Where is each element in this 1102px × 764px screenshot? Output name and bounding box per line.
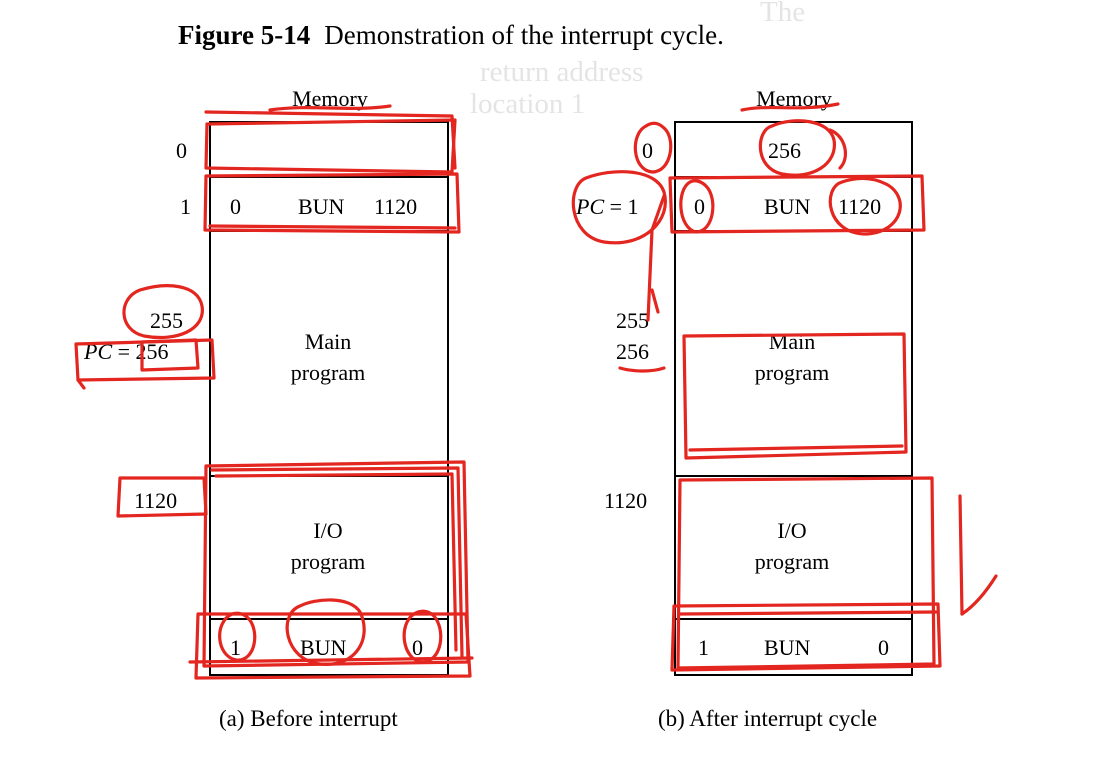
- figure-number: Figure 5-14: [178, 20, 311, 50]
- annotation-arrowhead-b: [960, 574, 998, 616]
- annotation-connector-pc-b: [646, 194, 666, 322]
- background-bleed-text: return address: [480, 56, 644, 88]
- background-bleed-text: The: [760, 0, 806, 28]
- main-program-line1-b: Main: [768, 329, 816, 354]
- caption-b: (b) After interrupt cycle: [658, 706, 878, 731]
- main-program-line2-a: program: [290, 360, 366, 385]
- background-bleed-text: location 1: [470, 88, 586, 120]
- word0-value-b: 256: [768, 138, 801, 163]
- word1-addr-a: 1120: [374, 194, 418, 219]
- io-program-line1-b: I/O: [777, 518, 807, 543]
- address-1120-a: 1120: [134, 488, 178, 513]
- last-word-bit-a: 1: [230, 635, 241, 660]
- word1-op-b: BUN: [764, 194, 811, 219]
- word1-bit-a: 0: [230, 194, 241, 219]
- io-program-line2-a: program: [290, 549, 366, 574]
- main-program-line2-b: program: [754, 360, 830, 385]
- word-divider-a-0: [209, 176, 449, 178]
- annotation-stroke-255-b: [650, 288, 660, 314]
- annotation-underline-256-b: [618, 366, 666, 373]
- address-255-a: 255: [150, 308, 183, 333]
- main-program-line1-a: Main: [304, 329, 352, 354]
- io-program-line1-a: I/O: [313, 518, 343, 543]
- pc-label-b: PC = 1: [576, 194, 639, 219]
- last-word-bit-b: 1: [698, 635, 709, 660]
- address-255-b: 255: [616, 308, 649, 333]
- figure-title-text: Demonstration of the interrupt cycle.: [324, 20, 724, 50]
- address-256-b: 256: [616, 339, 649, 364]
- address-1120-b: 1120: [604, 488, 648, 513]
- last-word-op-b: BUN: [764, 635, 811, 660]
- address-0-a: 0: [176, 138, 187, 163]
- caption-a: (a) Before interrupt: [219, 706, 398, 731]
- section-divider-a-io: [209, 475, 449, 477]
- address-0-b: 0: [642, 138, 653, 163]
- word-divider-b-last: [674, 618, 913, 620]
- annotation-arrow-down-b: [958, 494, 964, 616]
- pc-label-a: PC = 256: [84, 339, 169, 364]
- word1-addr-b: 1120: [838, 194, 882, 219]
- word-divider-b-1: [674, 230, 913, 232]
- word1-bit-b: 0: [694, 194, 705, 219]
- word1-op-a: BUN: [298, 194, 345, 219]
- last-word-addr-b: 0: [878, 635, 889, 660]
- memory-label-a: Memory: [292, 86, 368, 111]
- word-divider-b-0: [674, 176, 913, 178]
- address-1-a: 1: [180, 194, 191, 219]
- annotation-tick-pc-a: [76, 378, 86, 390]
- io-program-line2-b: program: [754, 549, 830, 574]
- memory-label-b: Memory: [756, 86, 832, 111]
- figure-title: Figure 5-14 Demonstration of the interrup…: [178, 20, 724, 51]
- word-divider-a-1: [209, 230, 449, 232]
- annotation-circle-address-0-b: [633, 121, 673, 174]
- last-word-addr-a: 0: [412, 635, 423, 660]
- section-divider-b-io: [674, 475, 913, 477]
- last-word-op-a: BUN: [300, 635, 347, 660]
- word-divider-a-last: [209, 618, 449, 620]
